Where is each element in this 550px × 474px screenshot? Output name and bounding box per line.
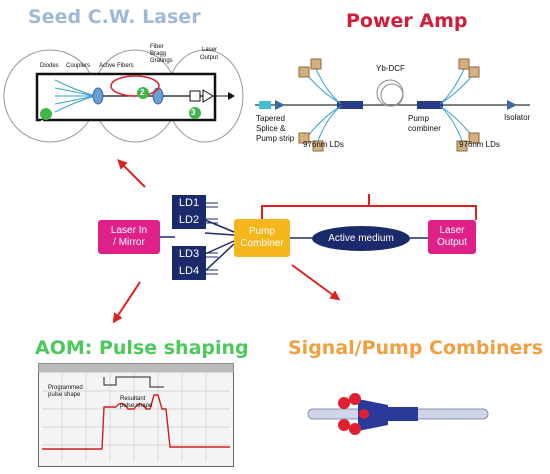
active-fiber-coil xyxy=(110,75,160,97)
combiners-title: Signal/Pump Combiners xyxy=(288,337,544,359)
resultant-label-1: Resultant xyxy=(120,396,146,402)
laser-in-mirror-box: Laser In / Mirror xyxy=(98,220,160,254)
seed-laser-diagram xyxy=(3,49,244,143)
seed-housing xyxy=(35,72,217,122)
laser-output-label-2: Output xyxy=(436,237,468,248)
arrow-to-seed xyxy=(117,159,146,188)
amp-bracket xyxy=(261,205,477,220)
ld-connector-pins xyxy=(206,202,218,275)
label-fbg-1: Fiber xyxy=(150,44,164,50)
pump-combiner-label-2: Combiner xyxy=(240,238,284,249)
seed-marker-2 xyxy=(137,87,149,99)
programmed-pulse-trace xyxy=(103,376,164,388)
coupler-left xyxy=(92,87,104,105)
ld3-box: LD3 xyxy=(172,246,206,263)
ld2-box: LD2 xyxy=(172,212,206,229)
seed-num-1: 1 xyxy=(40,119,45,128)
seed-marker-1 xyxy=(40,108,52,120)
label-isolator: Isolator xyxy=(504,113,531,122)
label-yb-dcf: Yb-DCF xyxy=(376,64,405,73)
programmed-label-2: pulse shape xyxy=(48,392,81,398)
seed-num-2: 2 xyxy=(140,88,145,97)
label-pump-combiner-1: Pump xyxy=(408,114,429,123)
combiner-taper xyxy=(358,399,388,431)
power-amp-diagram xyxy=(255,58,530,152)
label-lds-right: 976nm LDs xyxy=(459,140,500,149)
resultant-pulse-trace xyxy=(42,394,230,450)
aom-title: AOM: Pulse shaping xyxy=(35,337,249,359)
laser-output-label-1: Laser xyxy=(439,225,465,236)
combiner-right xyxy=(417,101,443,109)
ld4-box: LD4 xyxy=(172,263,206,280)
combiner-illustration xyxy=(307,393,489,435)
pump-combiner-box: Pump Combiner xyxy=(234,219,290,257)
laser-in-label-2: / Mirror xyxy=(113,237,145,248)
arrow-to-combiners xyxy=(291,264,341,301)
label-fbg-3: Gratings xyxy=(150,58,173,64)
power-amp-title: Power Amp xyxy=(346,10,468,32)
label-couplers: Couplers xyxy=(66,63,91,69)
label-active-fibers: Active Fibers xyxy=(99,63,134,69)
arrow-to-aom xyxy=(112,281,141,324)
pump-combiner-label-1: Pump xyxy=(248,226,276,237)
programmed-label-1: Programmed xyxy=(48,385,83,391)
active-medium-ellipse: Active medium xyxy=(312,226,410,251)
ld1-box: LD1 xyxy=(172,195,206,212)
label-fbg-2: Bragg xyxy=(150,51,167,57)
laser-output-box: Laser Output xyxy=(428,220,476,254)
combiner-left xyxy=(337,101,363,109)
seed-marker-3 xyxy=(189,107,201,119)
label-output-2: Output xyxy=(200,55,219,61)
seed-num-3: 3 xyxy=(191,108,196,117)
label-diodes: Diodes xyxy=(40,63,59,69)
label-tapered-1: Tapered xyxy=(256,114,285,123)
seed-laser-title: Seed C.W. Laser xyxy=(28,6,201,28)
label-tapered-3: Pump strip xyxy=(256,134,295,143)
label-output-1: Laser xyxy=(202,47,218,53)
resultant-label-2: pulse shape xyxy=(120,403,153,409)
label-tapered-2: Splice & xyxy=(256,124,286,133)
laser-in-label-1: Laser In xyxy=(110,225,148,236)
aom-scope-screenshot xyxy=(38,363,234,467)
label-pump-combiner-2: combiner xyxy=(408,124,441,133)
label-lds-left: 976nm LDs xyxy=(303,140,344,149)
